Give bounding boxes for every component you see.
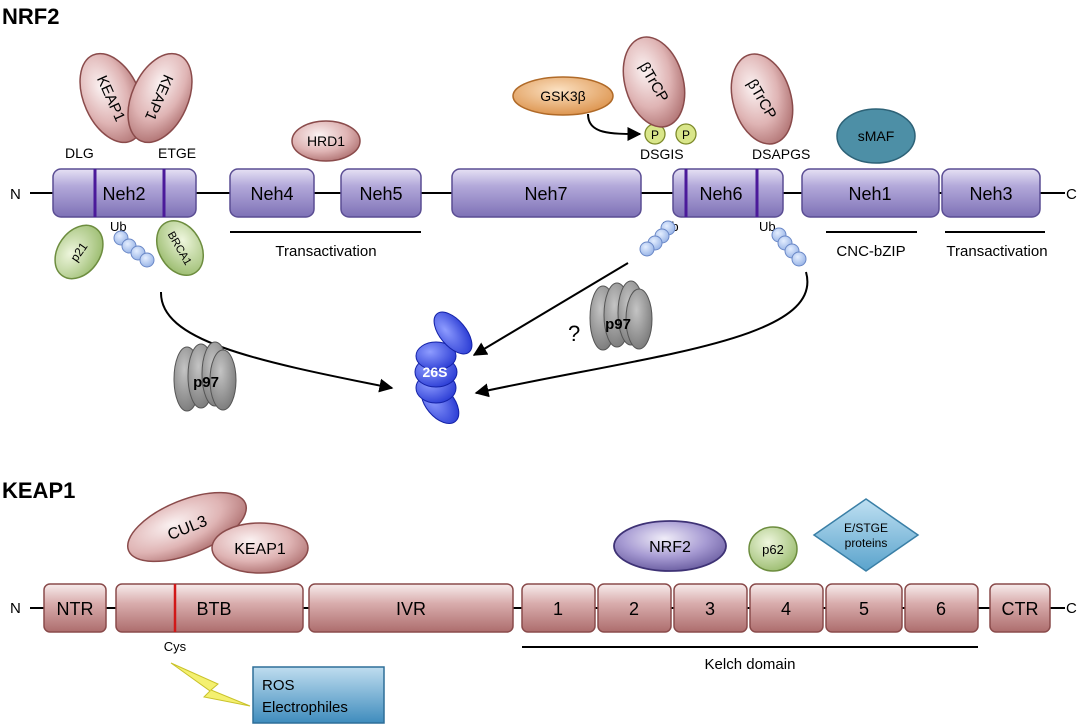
svg-text:KEAP1: KEAP1	[234, 541, 286, 558]
smaf-binder: sMAF	[836, 108, 916, 164]
svg-text:6: 6	[936, 599, 946, 619]
motif-dsapgs: DSAPGS	[752, 146, 810, 162]
estge-proteins-binder: E/STGE proteins	[812, 498, 920, 572]
transactivation-label-left: Transactivation	[275, 243, 376, 260]
svg-text:NRF2: NRF2	[649, 539, 691, 556]
keap1-n-terminus: N	[10, 600, 21, 617]
btrcp-binder-left: βTrCP	[622, 36, 686, 128]
nrf2-domain-neh2: Neh2	[52, 168, 197, 218]
svg-text:Ub: Ub	[110, 219, 127, 234]
svg-text:1: 1	[553, 599, 563, 619]
p21-binder: p21	[54, 224, 104, 280]
nrf2-domain-neh3: Neh3	[941, 168, 1041, 218]
nrf2-domain-neh5: Neh5	[340, 168, 422, 218]
svg-text:E/STGE: E/STGE	[844, 521, 888, 535]
nrf2-domain-neh4: Neh4	[229, 168, 315, 218]
svg-text:Neh6: Neh6	[699, 184, 742, 204]
svg-text:ROS: ROS	[262, 677, 295, 694]
svg-text:HRD1: HRD1	[307, 133, 345, 149]
svg-text:Neh7: Neh7	[524, 184, 567, 204]
kelch-repeat-4: 4	[749, 583, 824, 633]
p62-binder: p62	[748, 526, 798, 572]
kelch-repeat-2: 2	[597, 583, 672, 633]
svg-text:NTR: NTR	[57, 599, 94, 619]
keap1-domain-ivr: IVR	[308, 583, 514, 633]
btrcp-binder-right: βTrCP	[730, 53, 794, 145]
svg-text:Ub: Ub	[759, 219, 776, 234]
brca1-binder: BRCA1	[155, 220, 205, 276]
hrd1-binder: HRD1	[291, 120, 361, 162]
svg-text:BTB: BTB	[196, 599, 231, 619]
nrf2-binder: NRF2	[613, 520, 727, 572]
unknown-mechanism-mark: ?	[568, 321, 580, 346]
motif-dlg: DLG	[65, 145, 94, 161]
keap1-title: KEAP1	[2, 478, 75, 503]
cul3-binder: CUL3	[126, 491, 248, 563]
svg-text:CTR: CTR	[1002, 599, 1039, 619]
cys-label: Cys	[164, 639, 187, 654]
ros-electrophiles-box: ROS Electrophiles	[252, 666, 385, 724]
svg-text:2: 2	[629, 599, 639, 619]
svg-text:P: P	[651, 128, 659, 142]
proteasome-26s: 26S	[414, 311, 473, 424]
arrow-neh6-right-to-26s	[474, 271, 809, 398]
nrf2-domain-neh6: Neh6	[672, 168, 784, 218]
svg-text:IVR: IVR	[396, 599, 426, 619]
cnc-bzip-label: CNC-bZIP	[836, 243, 905, 260]
svg-text:p97: p97	[605, 316, 631, 333]
phosphate-right: P	[675, 123, 697, 145]
p97-complex-left: p97	[173, 341, 237, 412]
arrow-neh2-to-26s	[159, 291, 394, 393]
svg-text:P: P	[682, 128, 690, 142]
kelch-repeat-3: 3	[673, 583, 748, 633]
motif-dsgis: DSGIS	[640, 146, 684, 162]
svg-text:4: 4	[781, 599, 791, 619]
svg-text:26S: 26S	[423, 364, 448, 380]
kelch-repeat-5: 5	[825, 583, 903, 633]
keap1-domain-ctr: CTR	[989, 583, 1051, 633]
keap1-c-terminus: C	[1066, 600, 1077, 617]
arrow-neh6-left-to-26s	[472, 262, 629, 356]
nrf2-title: NRF2	[2, 4, 59, 29]
svg-text:5: 5	[859, 599, 869, 619]
nrf2-domain-neh7: Neh7	[451, 168, 642, 218]
svg-text:proteins: proteins	[845, 536, 888, 550]
keap1-domain-btb: BTB	[115, 583, 304, 633]
svg-text:3: 3	[705, 599, 715, 619]
svg-text:Neh3: Neh3	[969, 184, 1012, 204]
svg-text:p97: p97	[193, 374, 219, 391]
kelch-repeat-6: 6	[904, 583, 979, 633]
svg-text:Neh1: Neh1	[848, 184, 891, 204]
gsk3b-binder: GSK3β	[512, 76, 614, 116]
nrf2-n-terminus: N	[10, 186, 21, 203]
svg-text:p62: p62	[762, 542, 784, 557]
svg-text:GSK3β: GSK3β	[540, 88, 585, 104]
ubiquitin-chain-neh6-right: Ub	[759, 219, 807, 267]
ubiquitin-chain-neh6-left: Ub	[639, 219, 679, 257]
nrf2-domain-neh1: Neh1	[801, 168, 940, 218]
keap1-binder-right: KEAP1	[127, 52, 193, 144]
motif-etge: ETGE	[158, 145, 196, 161]
transactivation-label-right: Transactivation	[946, 243, 1047, 260]
gsk3b-phosphorylation-arrow	[587, 113, 642, 141]
p97-complex-right: p97	[589, 280, 653, 351]
svg-text:Neh5: Neh5	[359, 184, 402, 204]
svg-text:Electrophiles: Electrophiles	[262, 699, 348, 716]
keap1-domain-ntr: NTR	[43, 583, 107, 633]
svg-text:sMAF: sMAF	[858, 128, 895, 144]
lightning-bolt-icon	[170, 662, 251, 707]
kelch-repeat-1: 1	[521, 583, 596, 633]
svg-text:Neh4: Neh4	[250, 184, 293, 204]
keap1-partner-binder: KEAP1	[211, 522, 309, 574]
kelch-domain-label: Kelch domain	[705, 656, 796, 673]
ubiquitin-chain-neh2: Ub	[110, 219, 155, 268]
nrf2-c-terminus: C	[1066, 186, 1077, 203]
svg-text:Neh2: Neh2	[102, 184, 145, 204]
